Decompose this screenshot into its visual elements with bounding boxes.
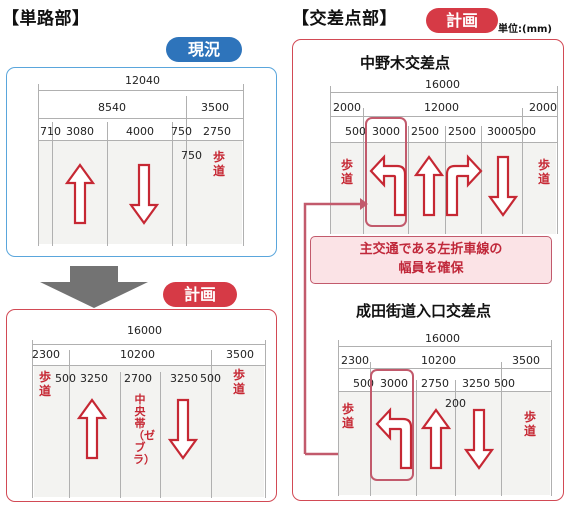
narita-lane-width: 500 bbox=[353, 377, 374, 390]
narita-left-turn-highlight bbox=[370, 369, 414, 481]
narita-lane-width: 3250 bbox=[462, 377, 490, 390]
nakanogi-sidewalk-right: 歩道 bbox=[537, 158, 550, 186]
planned-lane-width: 500 bbox=[200, 372, 221, 385]
current-total-width: 12040 bbox=[125, 74, 160, 87]
callout-line-1: 主交通である左折車線の bbox=[359, 242, 503, 257]
planned-sidewalk-left: 歩道 bbox=[38, 370, 51, 398]
current-panel bbox=[6, 67, 277, 257]
planned-panel bbox=[6, 309, 277, 502]
narita-right-width: 3500 bbox=[512, 354, 540, 367]
right-turn-arrow-icon bbox=[445, 155, 483, 217]
intersection-panel bbox=[292, 39, 564, 501]
narita-lane-width: 3000 bbox=[380, 377, 408, 390]
current-badge: 現況 bbox=[166, 37, 242, 62]
planned-sidewalk-right: 歩道 bbox=[232, 368, 245, 396]
nakanogi-left-width: 2000 bbox=[333, 101, 361, 114]
unit-label: 単位:(mm) bbox=[498, 24, 552, 35]
nakanogi-lane-width: 500 bbox=[345, 125, 366, 138]
nakanogi-middle-width: 12000 bbox=[424, 101, 459, 114]
down-arrow-icon bbox=[129, 163, 159, 225]
left-turn-arrow-icon bbox=[375, 408, 413, 470]
left-turn-callout: 主交通である左折車線の 幅員を確保 bbox=[310, 236, 552, 284]
nakanogi-right-width: 2000 bbox=[529, 101, 557, 114]
narita-sidewalk-right: 歩道 bbox=[523, 410, 536, 438]
nakanogi-road bbox=[330, 142, 556, 234]
narita-sidewalk-left: 歩道 bbox=[341, 402, 354, 430]
narita-lane-width: 500 bbox=[494, 377, 515, 390]
nakanogi-total-width: 16000 bbox=[425, 78, 460, 91]
current-lane-width: 750 bbox=[171, 125, 192, 138]
down-arrow-icon bbox=[168, 398, 198, 460]
intersection-header: 【交差点部】 bbox=[292, 9, 397, 29]
nakanogi-title: 中野木交差点 bbox=[360, 54, 451, 72]
down-arrow-icon bbox=[464, 408, 494, 470]
nakanogi-lane-width: 3000 bbox=[372, 125, 400, 138]
down-arrow-icon bbox=[488, 155, 518, 217]
planned-middle-width: 10200 bbox=[120, 348, 155, 361]
narita-total-width: 16000 bbox=[425, 332, 460, 345]
planned-lane-width: 3250 bbox=[80, 372, 108, 385]
narita-title: 成田街道入口交差点 bbox=[356, 302, 492, 320]
callout-line-2: 幅員を確保 bbox=[398, 261, 464, 276]
narita-middle-width: 10200 bbox=[421, 354, 456, 367]
planned-right-width: 3500 bbox=[226, 348, 254, 361]
narita-lane-width: 2750 bbox=[421, 377, 449, 390]
planned-total-width: 16000 bbox=[127, 324, 162, 337]
median-zebra-label: 中央帯（ゼブラ） bbox=[133, 393, 155, 466]
planned-lane-width: 500 bbox=[55, 372, 76, 385]
single-road-header: 【単路部】 bbox=[2, 9, 90, 29]
straight-arrow-icon bbox=[77, 398, 107, 460]
planned-lane-width: 2700 bbox=[124, 372, 152, 385]
current-right-width: 3500 bbox=[201, 101, 229, 114]
nakanogi-lane-width: 2500 bbox=[411, 125, 439, 138]
current-sidewalk-label: 歩道 bbox=[212, 150, 225, 178]
narita-left-width: 2300 bbox=[341, 354, 369, 367]
nakanogi-lane-width: 500 bbox=[515, 125, 536, 138]
current-lane-width: 710 bbox=[40, 125, 61, 138]
intersection-plan-badge: 計画 bbox=[426, 8, 498, 33]
current-extra-width: 750 bbox=[181, 149, 202, 162]
nakanogi-lane-width: 3000 bbox=[487, 125, 515, 138]
nakanogi-lane-width: 2500 bbox=[448, 125, 476, 138]
planned-road bbox=[34, 365, 264, 497]
planned-left-width: 2300 bbox=[32, 348, 60, 361]
left-turn-arrow-icon bbox=[369, 155, 407, 217]
straight-arrow-icon bbox=[414, 155, 444, 217]
nakanogi-left-turn-highlight bbox=[365, 117, 407, 227]
narita-extra-width: 200 bbox=[445, 397, 466, 410]
current-lane-width: 3080 bbox=[66, 125, 94, 138]
current-carriageway-width: 8540 bbox=[98, 101, 126, 114]
planned-lane-width: 3250 bbox=[170, 372, 198, 385]
straight-arrow-icon bbox=[421, 408, 451, 470]
nakanogi-sidewalk-left: 歩道 bbox=[340, 158, 353, 186]
straight-arrow-icon bbox=[65, 163, 95, 225]
current-lane-width: 2750 bbox=[203, 125, 231, 138]
current-lane-width: 4000 bbox=[126, 125, 154, 138]
planned-badge: 計画 bbox=[163, 282, 237, 307]
transition-arrow-icon bbox=[40, 266, 148, 308]
